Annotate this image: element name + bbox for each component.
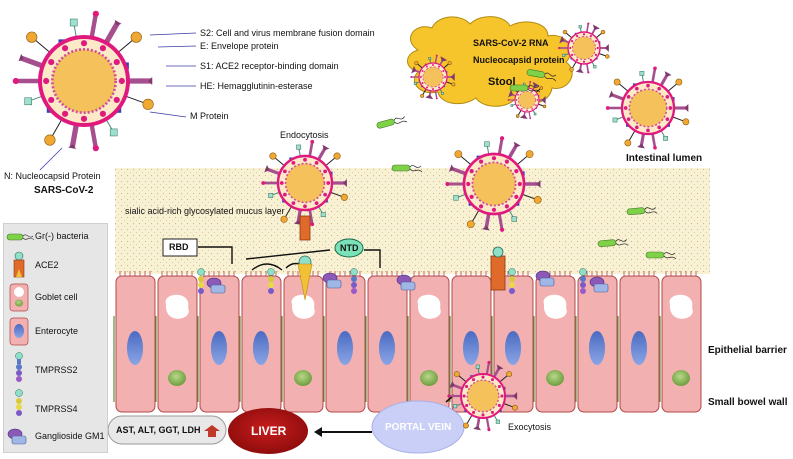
legend-label-enterocyte: Enterocyte <box>35 326 79 336</box>
virus-particles <box>12 10 690 432</box>
ganglioside-gm1-icon <box>7 428 27 445</box>
ace2-receptor <box>490 255 506 291</box>
goblet-cell <box>661 271 702 413</box>
membrane-proteins <box>197 268 609 294</box>
enterocyte <box>199 271 240 413</box>
goblet-cell-icon <box>9 283 29 312</box>
m-label: M Protein <box>190 111 229 121</box>
virus-lumen-right <box>445 136 542 232</box>
he-label: HE: Hemagglutinin-esterase <box>200 81 313 91</box>
rbd-connector <box>198 246 233 264</box>
bacterium <box>526 69 557 82</box>
exocytosis-label: Exocytosis <box>508 422 552 432</box>
enterocyte <box>115 271 156 413</box>
goblet-cell <box>283 271 324 413</box>
intestinal-lumen-label: Intestinal lumen <box>626 153 703 164</box>
e-label: E: Envelope protein <box>200 41 279 51</box>
bacteria-icon <box>6 233 35 241</box>
epithelial-cells <box>113 271 702 413</box>
enterocyte <box>241 271 282 413</box>
goblet-cell <box>409 271 450 413</box>
virus-stool-1 <box>410 54 456 100</box>
virus-large-main <box>12 10 154 152</box>
legend-item-bacteria: Gr(-) bacteria <box>4 226 107 256</box>
s2-label: S2: Cell and virus membrane fusion domai… <box>200 28 375 38</box>
tmprss2-icon <box>15 352 23 382</box>
tmprss4-icon <box>15 389 23 416</box>
endocytosis-label: Endocytosis <box>280 130 329 140</box>
legend-label-bacteria: Gr(-) bacteria <box>35 231 89 241</box>
enzyme-increase-arrow-icon <box>204 425 220 437</box>
ganglioside-gm1 <box>589 276 609 293</box>
bacterium <box>597 239 629 248</box>
stool-title: Stool <box>488 76 516 88</box>
bacterium <box>645 251 677 260</box>
legend-label-gm1: Ganglioside GM1 <box>35 431 105 441</box>
virus-exocytosis <box>447 360 518 432</box>
legend-label-goblet: Goblet cell <box>35 292 78 302</box>
enterocyte <box>325 271 366 413</box>
gram-negative-bacteria <box>376 69 677 260</box>
tmprss2 <box>579 268 587 294</box>
legend-panel: Gr(-) bacteria ACE2 Goblet cell Enterocy… <box>3 223 108 453</box>
bacterium <box>376 116 408 129</box>
enterocyte <box>367 271 408 413</box>
rbd-label: RBD <box>169 242 189 252</box>
endocytosis-ace2 <box>299 215 311 241</box>
virus-name: SARS-CoV-2 <box>34 185 94 196</box>
goblet-cell <box>535 271 576 413</box>
enterocyte <box>493 271 534 413</box>
enzymes-label: AST, ALT, GGT, LDH <box>116 425 201 435</box>
enterocyte <box>577 271 618 413</box>
liver-shape <box>228 408 308 454</box>
epithelial-barrier-label: Epithelial barrier <box>708 345 787 356</box>
legend-item-goblet: Goblet cell <box>4 282 107 312</box>
enterocyte <box>619 271 660 413</box>
bacterium <box>391 164 423 173</box>
legend-label-tmprss2: TMPRSS2 <box>35 365 78 375</box>
legend-item-enterocyte: Enterocyte <box>4 316 107 346</box>
tmprss2 <box>350 268 358 294</box>
enterocyte-icon <box>9 317 29 346</box>
ntd-oval <box>334 238 364 258</box>
tmprss4 <box>508 268 516 294</box>
liver-label: LIVER <box>251 424 287 438</box>
tmprss4 <box>267 268 275 294</box>
ganglioside-gm1 <box>322 272 342 289</box>
virus-stool-2 <box>507 80 547 120</box>
ganglioside-gm1 <box>535 270 555 287</box>
stool-nucleocapsid-label: Nucleocapsid protein <box>473 55 565 65</box>
enzymes-pill <box>107 415 227 445</box>
virus-stool-3 <box>558 22 610 74</box>
virus-endocytosis <box>261 139 348 227</box>
virus-label-pointers <box>39 32 197 171</box>
legend-label-ace2: ACE2 <box>35 260 59 270</box>
bacterium <box>626 207 658 216</box>
n-label: N: Nucleocapsid Protein <box>4 171 101 181</box>
goblet-cell <box>157 271 198 413</box>
bacterium <box>509 84 541 93</box>
s1-label: S1: ACE2 receptor-binding domain <box>200 61 339 71</box>
legend-item-tmprss4: TMPRSS4 <box>4 389 107 419</box>
ace2-receptor-icon <box>13 251 25 278</box>
legend-item-ace2: ACE2 <box>4 251 107 281</box>
legend-label-tmprss4: TMPRSS4 <box>35 404 78 414</box>
ntd-label: NTD <box>340 243 359 253</box>
ganglioside-gm1 <box>396 274 416 291</box>
virus-intestinal-lumen <box>605 66 690 150</box>
stool-cloud <box>407 16 573 107</box>
legend-item-tmprss2: TMPRSS2 <box>4 352 107 382</box>
legend-item-gm1: Ganglioside GM1 <box>4 423 107 453</box>
stool-rna-label: SARS-CoV-2 RNA <box>473 38 549 48</box>
small-bowel-wall-label: Small bowel wall <box>708 397 788 408</box>
portal-vein-label: PORTAL VEIN <box>385 422 452 433</box>
mucus-layer-label: sialic acid-rich glycosylated mucus laye… <box>125 206 285 216</box>
ganglioside-gm1 <box>206 277 226 294</box>
ntd-connector <box>245 249 331 260</box>
mucus-layer <box>115 168 710 274</box>
tmprss4 <box>197 268 205 294</box>
rbd-box <box>162 238 198 257</box>
